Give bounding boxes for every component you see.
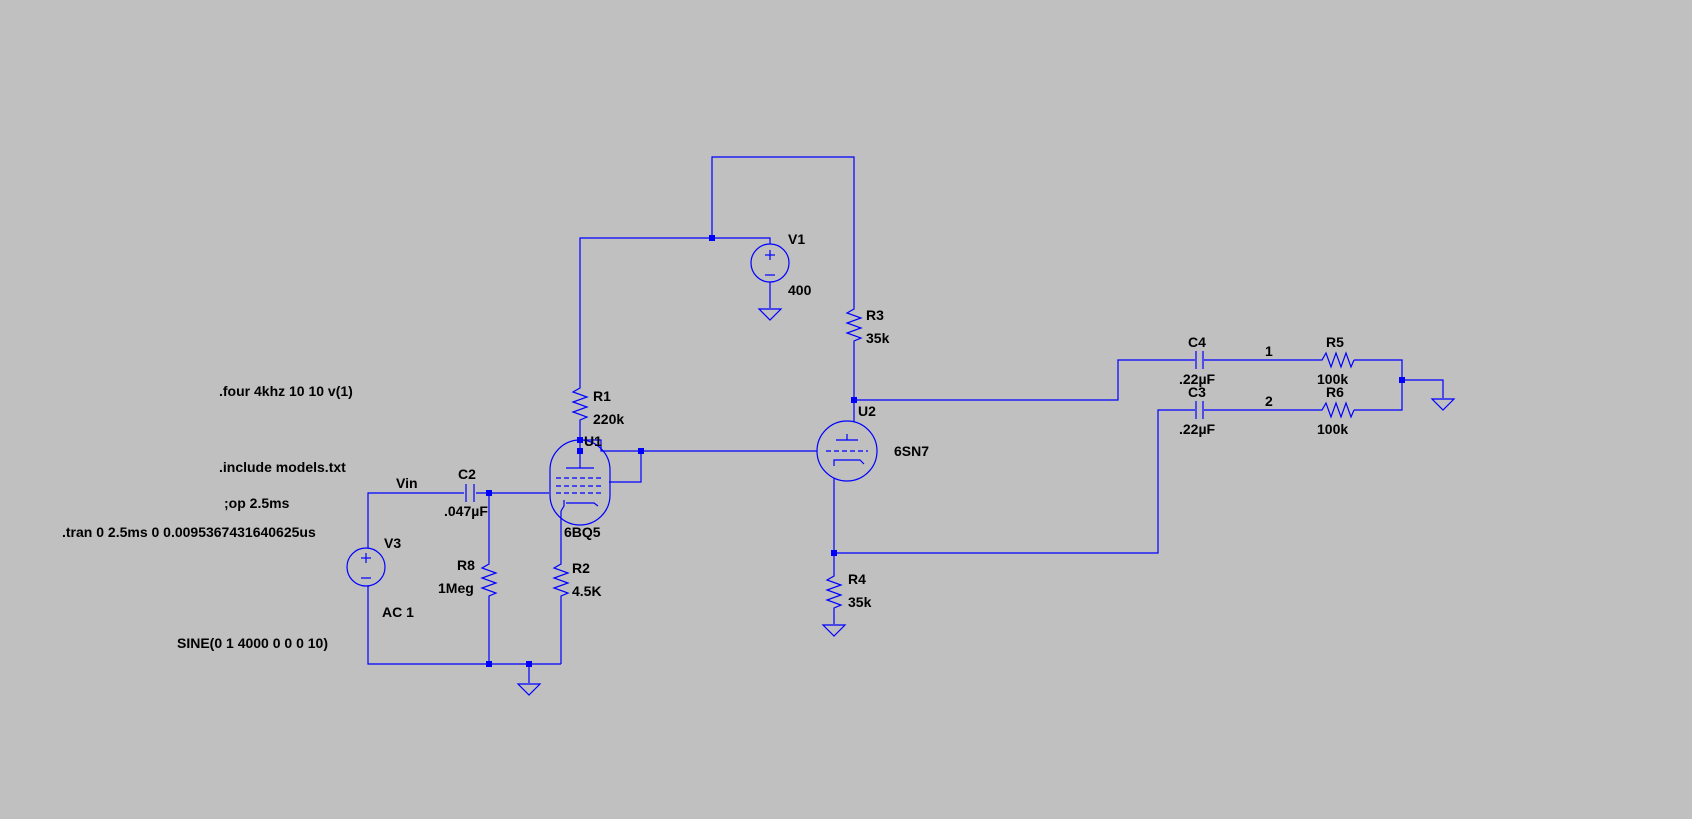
r8-name-label: R8 <box>457 557 475 573</box>
r1-value-label: 220k <box>593 411 624 427</box>
directive-four[interactable]: .four 4khz 10 10 v(1) <box>219 383 353 399</box>
wire-r5-right[interactable] <box>1354 359 1403 411</box>
directive-sine[interactable]: SINE(0 1 4000 0 0 0 10) <box>177 635 328 651</box>
junction-dot <box>709 235 715 241</box>
v3-name-label: V3 <box>384 535 401 551</box>
junction-dot <box>638 448 644 454</box>
wire-top-loop[interactable] <box>711 156 855 301</box>
wires <box>367 156 1444 683</box>
c2-capacitor-icon[interactable] <box>465 484 475 502</box>
component-labels: V1 400 V3 AC 1 R1 220k R2 4.5K R8 1Meg R… <box>382 231 1348 620</box>
wire-ground-rail[interactable] <box>367 585 561 665</box>
net-label-1: 1 <box>1265 343 1273 359</box>
c3-value-label: .22µF <box>1179 421 1216 437</box>
r2-value-label: 4.5K <box>572 583 602 599</box>
r2-resistor-icon[interactable] <box>552 556 570 604</box>
net-label-vin: Vin <box>396 475 418 491</box>
v3-value-label: AC 1 <box>382 604 414 620</box>
r2-name-label: R2 <box>572 560 590 576</box>
r5-name-label: R5 <box>1326 334 1344 350</box>
r5-resistor-icon[interactable] <box>1316 351 1355 369</box>
r3-resistor-icon[interactable] <box>845 301 863 349</box>
c2-value-label: .047µF <box>444 503 488 519</box>
directive-tran[interactable]: .tran 0 2.5ms 0 0.0095367431640625us <box>62 524 316 540</box>
u1-value-label: 6BQ5 <box>564 524 601 540</box>
junction-dot <box>831 550 837 556</box>
u1-name-label: U1 <box>584 433 602 449</box>
r1-name-label: R1 <box>593 388 611 404</box>
r8-value-label: 1Meg <box>438 580 474 596</box>
r8-resistor-icon[interactable] <box>480 556 498 604</box>
ground-icon <box>757 308 783 321</box>
r3-name-label: R3 <box>866 307 884 323</box>
r6-value-label: 100k <box>1317 421 1348 437</box>
ground-icon <box>821 624 847 637</box>
junction-dot <box>851 397 857 403</box>
junction-dot <box>486 490 492 496</box>
r6-name-label: R6 <box>1326 384 1344 400</box>
wire-u2-to-c4[interactable] <box>854 359 1195 401</box>
ground-icon <box>516 683 542 696</box>
r4-resistor-icon[interactable] <box>825 570 843 614</box>
wire-to-right-ground[interactable] <box>1402 379 1444 398</box>
c4-name-label: C4 <box>1188 334 1206 350</box>
u2-triode-tube-icon[interactable] <box>816 420 878 482</box>
r6-resistor-icon[interactable] <box>1316 401 1355 419</box>
wire-vin[interactable] <box>367 492 464 549</box>
v1-name-label: V1 <box>788 231 805 247</box>
wire-bplus-rail[interactable] <box>579 237 771 380</box>
wire-u1-screen[interactable] <box>580 439 641 452</box>
v1-voltage-source-icon[interactable] <box>750 243 790 283</box>
wire-cathode-to-c3[interactable] <box>834 409 1195 554</box>
r4-name-label: R4 <box>848 571 866 587</box>
net-label-2: 2 <box>1265 393 1273 409</box>
spice-directives: .four 4khz 10 10 v(1) .include models.tx… <box>62 383 353 651</box>
c3-name-label: C3 <box>1188 384 1206 400</box>
wire-u1-cathode-loop[interactable] <box>609 451 642 483</box>
junction-dot <box>486 661 492 667</box>
u2-value-label: 6SN7 <box>894 443 929 459</box>
r3-value-label: 35k <box>866 330 890 346</box>
v1-value-label: 400 <box>788 282 812 298</box>
v3-voltage-source-icon[interactable] <box>346 547 386 587</box>
u1-pentode-tube-icon[interactable] <box>549 439 611 526</box>
c4-capacitor-icon[interactable] <box>1195 351 1204 369</box>
directive-include[interactable]: .include models.txt <box>219 459 346 475</box>
junction-dot <box>1399 377 1405 383</box>
ground-icon <box>1430 398 1456 411</box>
c2-name-label: C2 <box>458 466 476 482</box>
junction-dot <box>526 661 532 667</box>
u2-name-label: U2 <box>858 403 876 419</box>
r4-value-label: 35k <box>848 594 872 610</box>
r5-value-label: 100k <box>1317 371 1348 387</box>
r1-resistor-icon[interactable] <box>571 380 589 428</box>
c3-capacitor-icon[interactable] <box>1195 401 1204 419</box>
directive-op[interactable]: ;op 2.5ms <box>224 495 290 511</box>
c4-value-label: .22µF <box>1179 371 1216 387</box>
